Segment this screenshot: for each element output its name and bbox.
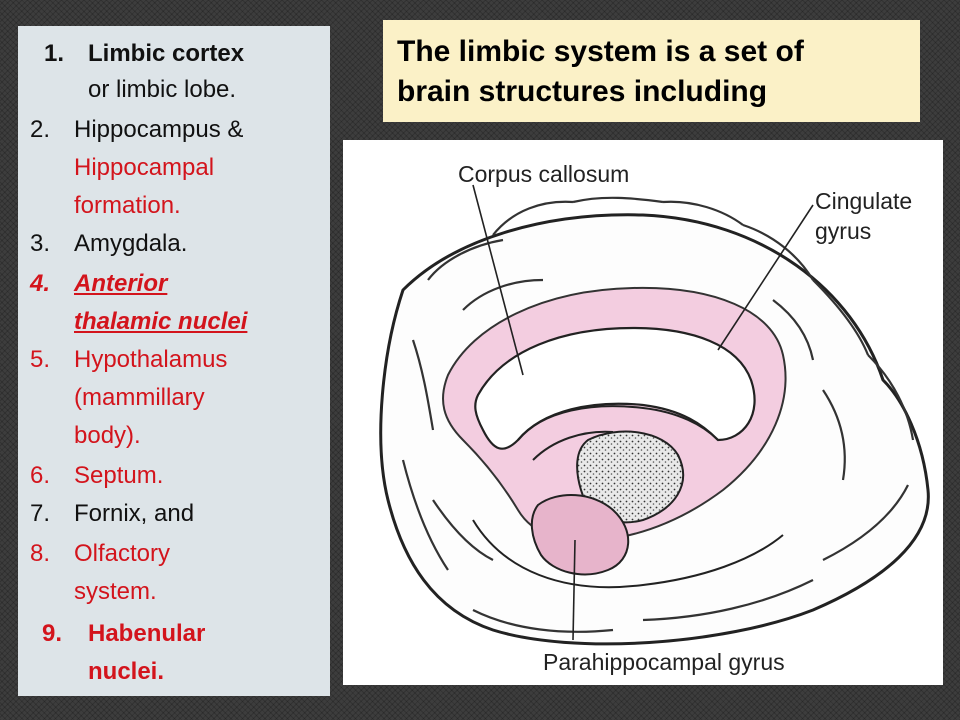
label-corpus-callosum: Corpus callosum (458, 161, 630, 187)
list-item-text: or limbic lobe. (88, 76, 237, 103)
list-item-number: 7. (30, 500, 51, 527)
list-item-number: 3. (30, 230, 51, 257)
list-item-text: Limbic cortex (88, 40, 245, 67)
slide-title-line2: brain structures including (397, 75, 768, 108)
list-item-text: Septum. (74, 462, 164, 489)
list-item-text: system. (74, 578, 157, 605)
list-item-text: Olfactory (74, 540, 171, 567)
list-item-text: Hippocampal (74, 154, 215, 181)
list-item-number: 9. (42, 620, 63, 647)
list-item-number: 1. (44, 40, 65, 67)
list-item-text: Anterior (74, 270, 168, 297)
slide-title-line1: The limbic system is a set of (397, 35, 804, 68)
list-item-text: Habenular (88, 620, 206, 647)
label-pointer-lines (472, 184, 814, 641)
slide-title: The limbic system is a set of brain stru… (383, 20, 920, 122)
list-item-text: Hippocampus & (74, 116, 244, 143)
list-item-text: Hypothalamus (74, 346, 228, 373)
structures-list-panel: 1. Limbic cortex or limbic lobe. 2. Hipp… (18, 26, 330, 696)
list-item-text: formation. (74, 192, 181, 219)
gyri-lines (401, 196, 915, 633)
list-item-number: 8. (30, 540, 51, 567)
list-item-text: body). (74, 422, 141, 449)
label-parahippocampal-gyrus: Parahippocampal gyrus (543, 649, 785, 675)
thalamus (576, 430, 684, 524)
list-item-number: 2. (30, 116, 51, 143)
list-item-number: 6. (30, 462, 51, 489)
list-item-text: thalamic nuclei (74, 308, 248, 335)
label-cingulate-line1: Cingulate (815, 188, 913, 214)
limbic-system-diagram: Corpus callosum Cingulate gyrus Parahipp… (343, 140, 943, 685)
label-cingulate-line2: gyrus (815, 218, 872, 244)
brain-illustration (379, 184, 930, 646)
list-item-text: Fornix, and (74, 500, 195, 527)
list-item-text: nuclei. (88, 658, 165, 685)
list-item-number: 4. (30, 270, 51, 297)
parahippocampal-region (530, 494, 630, 576)
list-item-text: Amygdala. (74, 230, 188, 257)
list-item-number: 5. (30, 346, 51, 373)
list-item-text: (mammillary (74, 384, 205, 411)
